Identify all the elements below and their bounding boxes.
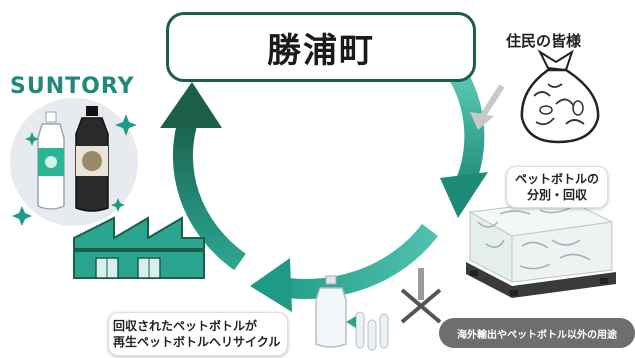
collection-callout: ペットボトルの 分別・回収 (506, 166, 608, 208)
loop-arrowhead-right (440, 172, 488, 218)
garbage-bag-icon (520, 49, 600, 144)
recycle-callout: 回収されたペットボトルが 再生ペットボトルへリサイクル (108, 312, 288, 356)
loop-arrowhead-left (160, 82, 222, 128)
recycle-label-line1: 回収されたペットボトルが (113, 319, 258, 333)
brand-logo: SUNTORY (10, 74, 135, 99)
loop-arrow-bottom (267, 223, 438, 299)
cross-mark-icon (400, 268, 442, 324)
factory-icon (73, 216, 205, 279)
recycle-label-line2: 再生ペットボトルへリサイクル (113, 335, 281, 349)
preform-icon (346, 311, 389, 351)
other-use-pill: 海外輸出やペットボトル以外の用途 (439, 318, 635, 348)
title-box: 勝浦町 (166, 12, 476, 82)
gray-arrow-icon (470, 84, 505, 130)
other-use-label: 海外輸出やペットボトル以外の用途 (457, 329, 617, 341)
bottles-circle (10, 98, 138, 226)
loop-arrow-right (446, 64, 485, 195)
bottle-bale-icon (466, 199, 616, 298)
town-title: 勝浦町 (267, 30, 375, 71)
loop-arrow-left (172, 111, 246, 271)
collection-label-line2: 分別・回収 (526, 188, 587, 202)
collection-label-line1: ペットボトルの (514, 172, 599, 186)
loop-arrowhead-bottom (250, 258, 292, 312)
residents-label: 住民の皆様 (506, 32, 582, 50)
